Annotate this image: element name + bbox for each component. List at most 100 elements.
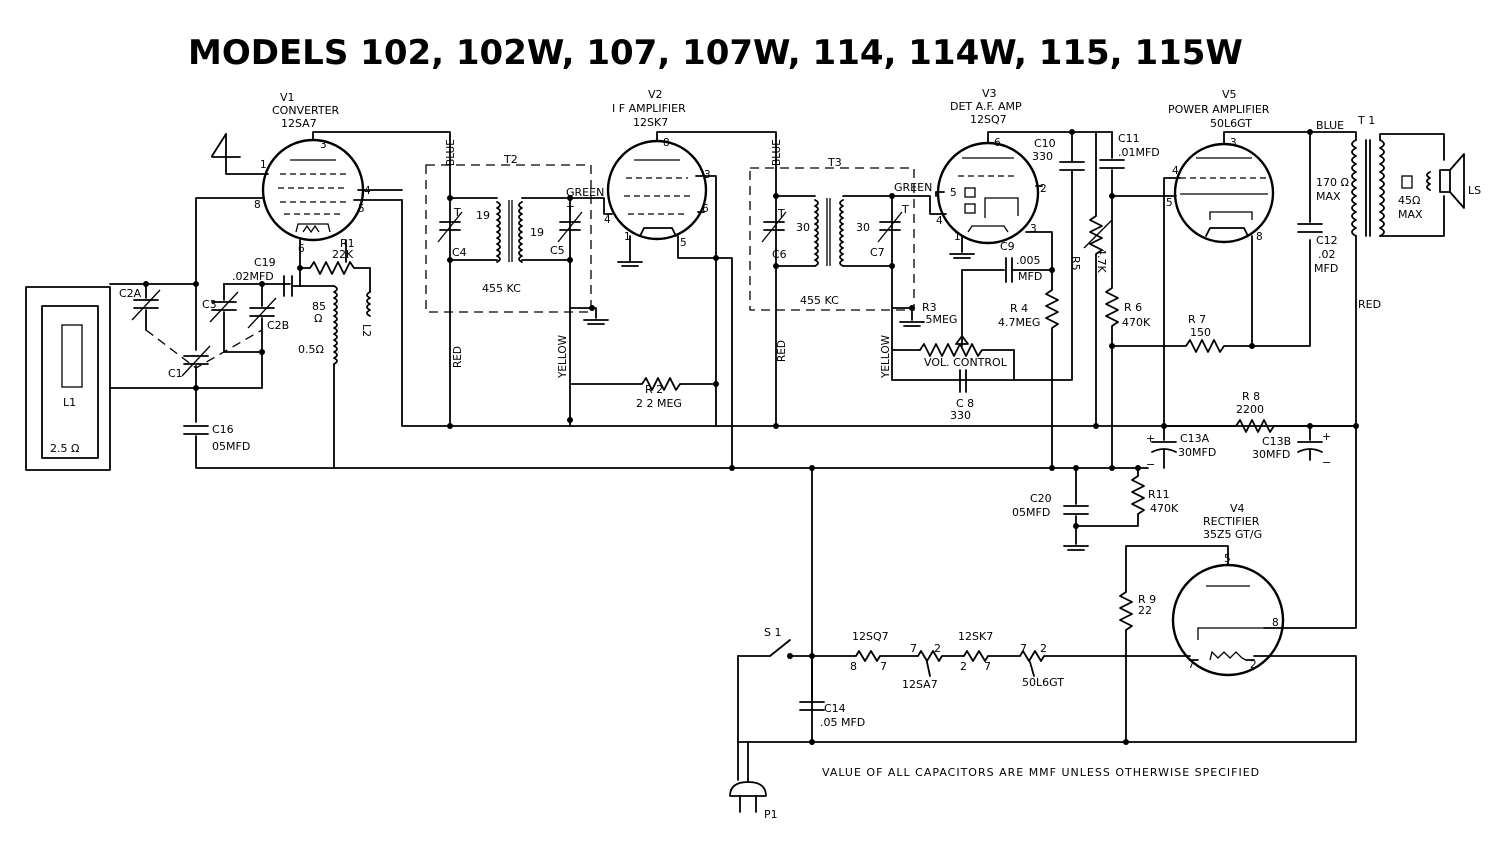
label-l2-val-c: 0.5Ω [298,343,324,356]
label-l1-val: 2.5 Ω [50,442,79,455]
wire-color-labels: BLUE BLUE BLUE GREEN GREEN RED RED RED Y… [445,119,1381,379]
tube-v1 [261,138,365,242]
label-r11: R11 [1148,488,1170,501]
label-t1-sec-max: MAX [1398,208,1423,221]
svg-text:8: 8 [850,660,857,673]
heater-12sq7: 12SQ7 [852,630,889,643]
label-r8: R 8 [1242,390,1260,403]
label-r11-val: 470K [1150,502,1179,515]
v1-ref: V1 [280,91,295,104]
label-r4: R 4 [1010,302,1028,315]
svg-text:8: 8 [1272,617,1279,629]
svg-text:−: − [1146,458,1155,471]
label-c11: C11 [1118,132,1140,145]
svg-text:6: 6 [298,243,305,255]
svg-text:+: + [1322,430,1331,443]
label-t3-a: 30 [796,221,810,234]
label-c19: C19 [254,256,276,269]
label-r1: R1 [340,237,355,250]
label-s1: S 1 [764,626,781,639]
tube-v5 [1173,142,1275,244]
v3-type: 12SQ7 [970,113,1007,126]
v5-function: POWER AMPLIFIER [1168,103,1270,116]
label-t3: T3 [827,156,842,169]
label-c2a: C2A [119,287,142,300]
label-c5-trim: T [566,204,574,217]
v1-function: CONVERTER [272,104,340,117]
wire-green-t2: GREEN [566,186,604,199]
label-c12-val: .02 [1318,248,1336,261]
if-transformer-t3 [749,167,915,311]
svg-text:5: 5 [1166,197,1173,209]
label-t3-b: 30 [856,221,870,234]
label-c12: C12 [1316,234,1338,247]
label-c13b-val: 30MFD [1252,448,1290,461]
v3-ref: V3 [982,87,997,100]
label-c7-trim: T [901,203,909,216]
svg-text:7: 7 [880,660,887,673]
wire-yellow-t3: YELLOW [880,334,892,379]
label-c10: C10 [1034,137,1056,150]
label-kc-1: 455 KC [482,282,521,295]
svg-text:6: 6 [702,203,709,215]
v2-function: I F AMPLIFIER [612,102,686,115]
label-c6-trim: T [777,207,785,220]
heater-12sk7: 12SK7 [958,630,993,643]
pin-numbers: 1 3 4 5 8 6 8 3 4 6 5 1 6 2 5 4 3 1 3 4 … [254,137,1279,671]
label-c8-val: 330 [950,409,971,422]
wire-blue-t2: BLUE [445,139,457,166]
svg-text:3: 3 [320,139,327,151]
svg-text:4: 4 [364,185,371,197]
wire-red-t3: RED [776,340,788,362]
wire-blue-t3: BLUE [771,139,783,166]
svg-text:4: 4 [604,214,611,226]
svg-text:6: 6 [994,137,1001,149]
label-kc-2: 455 KC [800,294,839,307]
svg-text:4: 4 [1172,165,1179,177]
label-c13b: C13B [1262,435,1291,448]
label-t1-pri-max: MAX [1316,190,1341,203]
svg-text:5: 5 [1224,553,1231,565]
svg-text:7: 7 [984,660,991,673]
label-t1-pri: 170 Ω [1316,176,1349,189]
label-r3-val: .5MEG [922,313,957,326]
label-c19-val: .02MFD [232,270,274,283]
svg-text:8: 8 [1256,231,1263,243]
svg-text:2: 2 [1040,183,1047,195]
label-c20-val: 05MFD [1012,506,1050,519]
svg-text:5: 5 [358,203,365,215]
label-c1: C1 [168,367,183,380]
label-c16-val: 05MFD [212,440,250,453]
v2-type: 12SK7 [633,116,668,129]
svg-text:3: 3 [704,169,711,181]
svg-text:7: 7 [1188,659,1195,671]
label-r7: R 7 [1188,313,1206,326]
label-r2: R 2 [645,383,663,396]
wire-red-t2: RED [452,346,464,368]
footnote: VALUE OF ALL CAPACITORS ARE MMF UNLESS O… [822,766,1260,779]
label-t1-sec: 45Ω [1398,194,1420,207]
v4-ref: V4 [1230,502,1245,515]
label-c10-val: 330 [1032,150,1053,163]
label-p1: P1 [764,808,778,821]
label-r6: R 6 [1124,301,1142,314]
svg-text:−: − [1322,456,1331,469]
label-t2: T2 [503,153,518,166]
label-c20: C20 [1030,492,1052,505]
label-l2-val-a: 85 [312,300,326,313]
schematic-title: MODELS 102, 102W, 107, 107W, 114, 114W, … [188,33,1243,73]
svg-text:+: + [1146,432,1155,445]
wire-red-t1: RED [1358,298,1381,311]
label-c14-val: .05 MFD [820,716,865,729]
label-c11-val: .01MFD [1118,146,1160,159]
label-vol-control: VOL. CONTROL [924,356,1008,369]
svg-text:2: 2 [1040,642,1047,655]
label-c6: C6 [772,248,787,261]
label-t1: T 1 [1357,114,1375,127]
label-c13a-val: 30MFD [1178,446,1216,459]
label-c3: C3 [202,298,217,311]
label-c12-unit: MFD [1314,262,1338,275]
svg-text:3: 3 [1230,137,1237,149]
label-r5-val: 4.7K [1095,248,1108,273]
svg-text:7: 7 [910,642,917,655]
